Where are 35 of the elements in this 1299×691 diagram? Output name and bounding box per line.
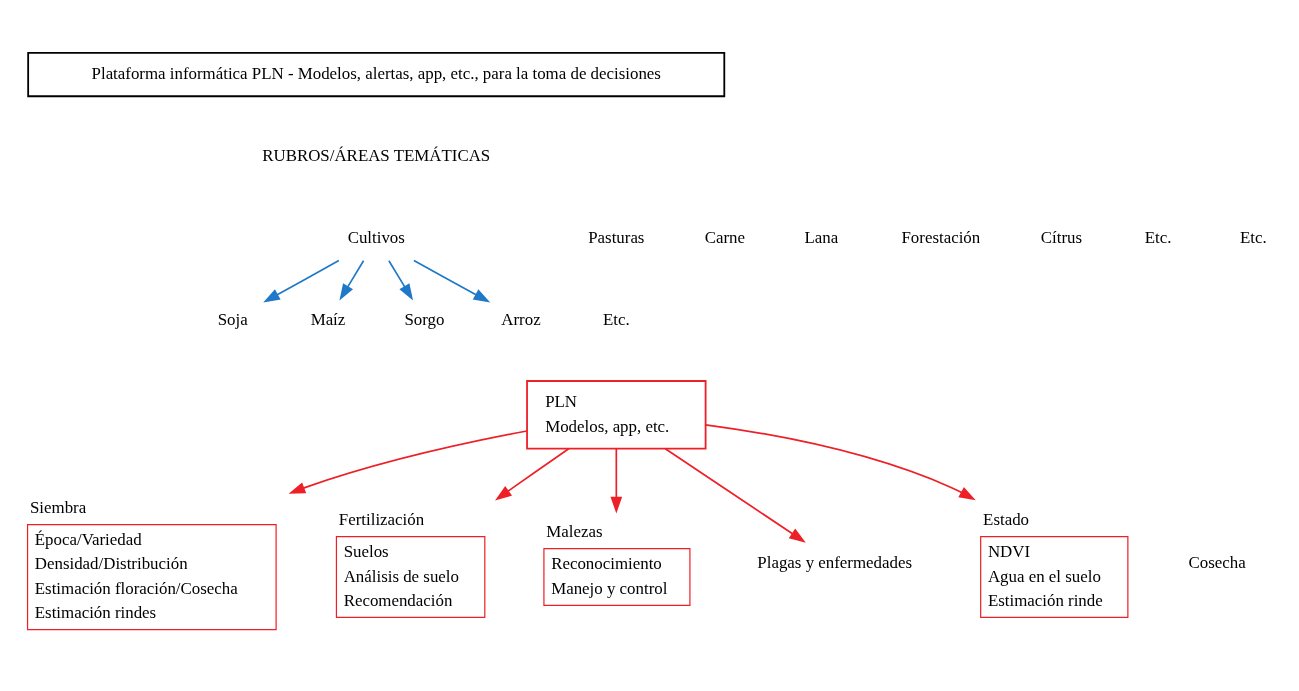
label: Carne [704,227,746,247]
node-text: Sorgo [404,309,445,329]
node-box: Época/Variedad Densidad/Distribución Estimación floración/Cosecha Estimación rindes [26,523,277,630]
arrow [610,447,623,513]
node-text: Plagas y enfermedades [757,552,913,572]
arrow [288,429,528,494]
arrow [413,259,491,303]
node-box: Suelos Análisis de suelo Recomendación [335,535,486,618]
label: Etc. [602,309,630,329]
node-label: Fertilización [338,509,425,529]
node-box: Plataforma informática PLN - Modelos, alertas, app, etc., para la toma de decisiones [27,51,726,97]
node-box: NDVI Agua en el suelo Estimación rinde [980,535,1129,618]
arrow [388,259,414,301]
node-box: Reconocimiento Manejo y control [543,547,691,606]
label: RUBROS/ÁREAS TEMÁTICAS [262,145,491,165]
label: Etc. [1239,227,1267,247]
arrow [495,447,570,500]
label: Lana [804,227,839,247]
label: Etc. [1144,227,1172,247]
label: Cosecha [1188,552,1246,572]
node-label: Estado [983,509,1030,529]
arrow [339,259,365,301]
node-label: Malezas [546,521,603,541]
label: Forestación [901,227,981,247]
label: Pasturas [588,227,645,247]
node-text: Cultivos [347,227,405,247]
node-box: PLN Modelos, app, etc. [526,379,707,449]
arrow [704,423,976,500]
node-label: Siembra [29,497,87,517]
node-text: Soja [217,309,248,329]
arrow [263,259,340,303]
label: Cítrus [1040,227,1083,247]
arrow [664,447,806,543]
node-text: Arroz [501,309,541,329]
node-text: Maíz [310,309,346,329]
